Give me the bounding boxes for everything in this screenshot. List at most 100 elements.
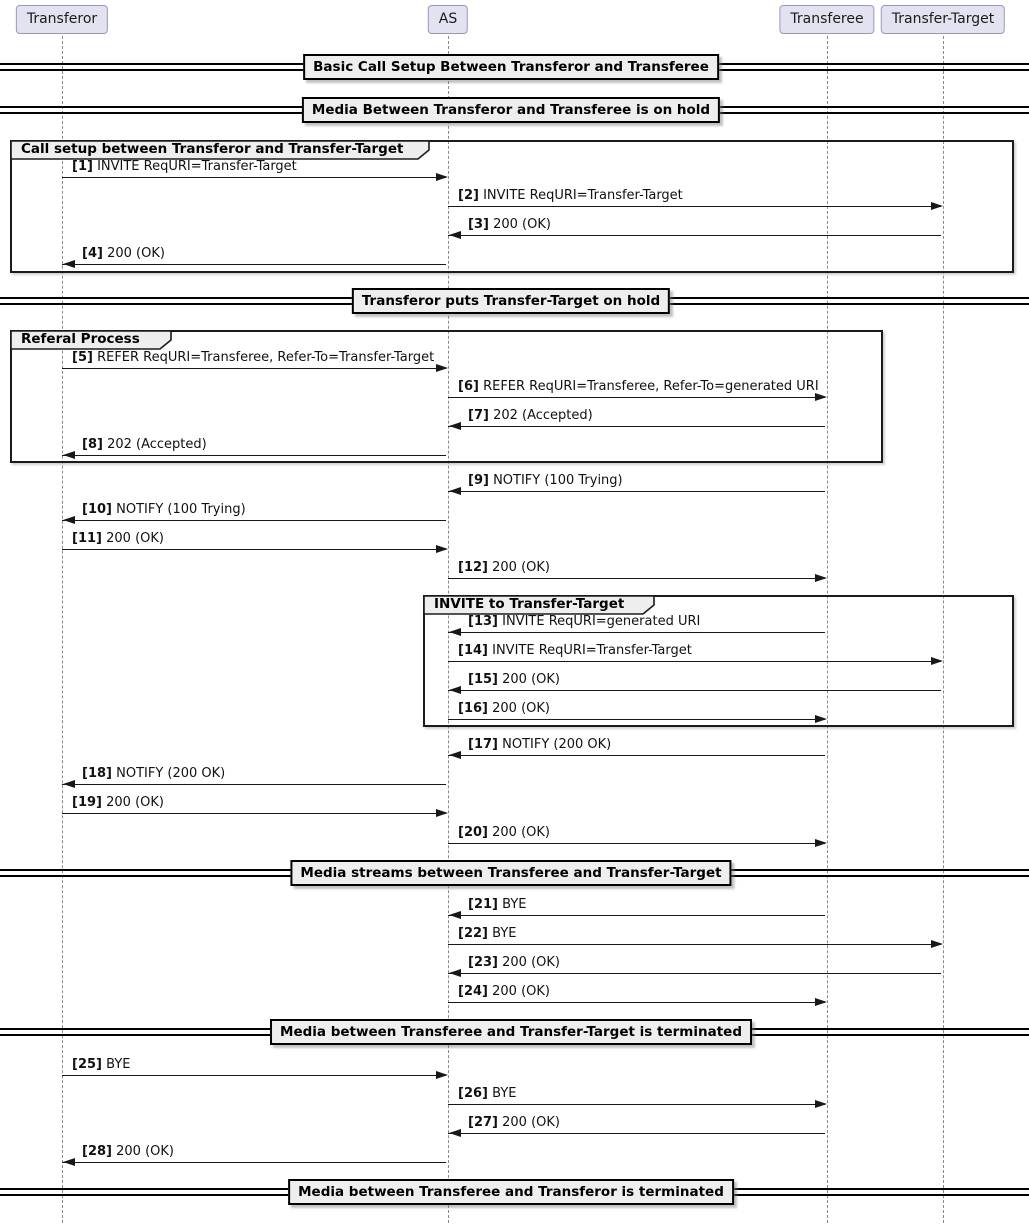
message-text: NOTIFY (100 Trying) [493,473,623,488]
message-text: 200 (OK) [502,1115,560,1130]
message-arrowhead [449,422,461,430]
message-seq: [6] [458,379,479,394]
participant-transferor: Transferor [15,5,109,34]
message-text: NOTIFY (200 OK) [116,766,226,781]
message-text: 200 (OK) [106,795,164,810]
message-seq: [2] [458,188,479,203]
message-line [448,1002,825,1003]
divider-label: Media between Transferee and Transferor … [288,1179,734,1205]
message-text: 200 (OK) [106,531,164,546]
message-seq: [15] [468,672,498,687]
message-arrowhead [63,260,75,268]
message-line [448,491,825,492]
group-tab-shape [423,595,655,615]
message-line [448,632,825,633]
message-seq: [16] [458,701,488,716]
divider-label: Media streams between Transferee and Tra… [290,860,732,886]
message-arrowhead [449,231,461,239]
lifeline-as [448,36,449,1223]
message-seq: [25] [72,1057,102,1072]
group-tab-shape [10,140,430,160]
message-text: 200 (OK) [492,825,550,840]
group-frame [10,330,883,463]
divider-label: Media between Transferee and Transfer-Ta… [270,1019,752,1045]
message-text: 200 (OK) [116,1144,174,1159]
message-seq: [7] [468,408,489,423]
message-text: INVITE ReqURI=Transfer-Target [97,159,297,174]
message-text: INVITE ReqURI=Transfer-Target [483,188,683,203]
message-arrowhead [449,911,461,919]
message-arrowhead [815,393,827,401]
message-arrowhead [449,1129,461,1137]
message-label: [14] INVITE ReqURI=Transfer-Target [458,643,692,658]
message-arrowhead [449,969,461,977]
message-seq: [3] [468,217,489,232]
message-label: [12] 200 (OK) [458,560,550,575]
message-seq: [4] [82,246,103,261]
lifeline-transferee [827,36,828,1223]
message-seq: [14] [458,643,488,658]
message-line [448,973,941,974]
message-arrowhead [931,202,943,210]
message-arrowhead [449,487,461,495]
message-seq: [13] [468,614,498,629]
group-header-tab: Call setup between Transferor and Transf… [10,140,430,160]
message-label: [25] BYE [72,1057,131,1072]
group-label: INVITE to Transfer-Target [434,596,625,612]
message-label: [5] REFER ReqURI=Transferee, Refer-To=Tr… [72,350,434,365]
message-text: 200 (OK) [492,560,550,575]
message-line [62,784,446,785]
message-label: [26] BYE [458,1086,517,1101]
message-seq: [21] [468,897,498,912]
message-seq: [10] [82,502,112,517]
message-arrowhead [63,780,75,788]
message-line [448,578,825,579]
message-text: BYE [106,1057,131,1072]
message-line [62,520,446,521]
message-line [448,690,941,691]
message-line [448,915,825,916]
message-seq: [9] [468,473,489,488]
message-label: [22] BYE [458,926,517,941]
message-arrowhead [449,686,461,694]
message-line [448,206,941,207]
participant-as: AS [427,5,469,34]
group-header-tab: Referal Process [10,330,172,350]
message-label: [6] REFER ReqURI=Transferee, Refer-To=ge… [458,379,819,394]
message-arrowhead [815,839,827,847]
message-line [62,1162,446,1163]
message-label: [16] 200 (OK) [458,701,550,716]
group-frame [423,595,1014,727]
message-line [448,843,825,844]
message-line [62,455,446,456]
message-line [448,944,941,945]
message-text: NOTIFY (200 OK) [502,737,612,752]
message-arrowhead [449,628,461,636]
group-header-tab: INVITE to Transfer-Target [423,595,655,615]
message-line [448,1133,825,1134]
divider-label: Basic Call Setup Between Transferor and … [303,54,719,80]
message-seq: [18] [82,766,112,781]
message-line [448,661,941,662]
message-seq: [24] [458,984,488,999]
message-arrowhead [63,451,75,459]
message-seq: [11] [72,531,102,546]
message-label: [28] 200 (OK) [82,1144,174,1159]
message-label: [27] 200 (OK) [468,1115,560,1130]
message-arrowhead [931,940,943,948]
message-line [62,813,446,814]
message-line [62,368,446,369]
message-arrowhead [436,1071,448,1079]
message-label: [1] INVITE ReqURI=Transfer-Target [72,159,297,174]
message-seq: [8] [82,437,103,452]
message-seq: [22] [458,926,488,941]
participant-transfer-target: Transfer-Target [880,5,1006,34]
message-line [62,1075,446,1076]
message-line [448,235,941,236]
message-arrowhead [931,657,943,665]
message-arrowhead [449,751,461,759]
message-seq: [27] [468,1115,498,1130]
message-line [448,719,825,720]
message-label: [20] 200 (OK) [458,825,550,840]
